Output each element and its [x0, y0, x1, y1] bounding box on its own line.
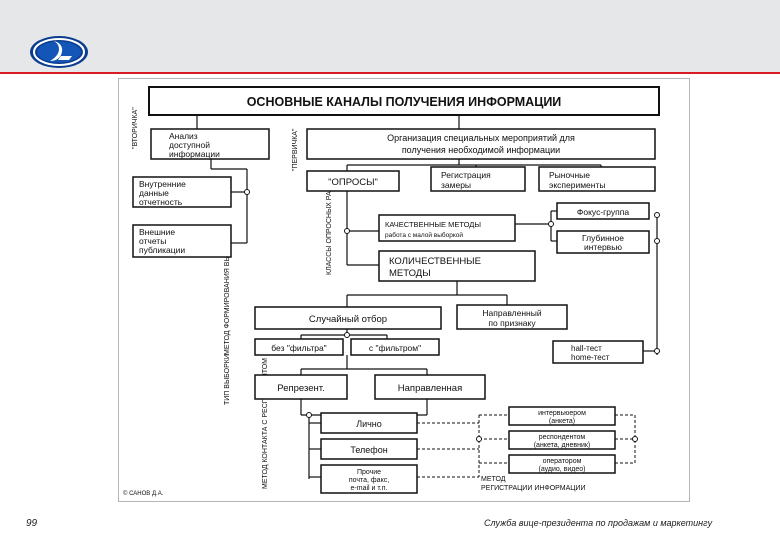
svg-text:(анкета): (анкета)	[549, 418, 575, 425]
svg-text:замеры: замеры	[441, 180, 471, 190]
svg-text:Глубинное: Глубинное	[582, 233, 624, 243]
box-focus-group: Фокус-группа	[556, 202, 650, 220]
footer-department: Служба вице-президента по продажам и мар…	[484, 518, 713, 528]
box-directed: Направленная	[374, 374, 486, 400]
svg-text:Телефон: Телефон	[350, 445, 387, 455]
label-contact-method: МЕТОД КОНТАКТА С РЕСПОНДЕНТОМ	[262, 358, 269, 489]
svg-text:Лично: Лично	[356, 419, 382, 429]
box-representative: Репрезент.	[254, 374, 348, 400]
svg-text:по признаку: по признаку	[488, 318, 536, 328]
svg-text:оператором: оператором	[543, 458, 582, 465]
box-external-reports: Внешние отчеты публикации	[132, 224, 232, 258]
svg-text:доступной: доступной	[169, 140, 210, 150]
box-by-interviewer: интервьюером (анкета)	[508, 406, 616, 426]
lada-boat-logo-icon	[30, 36, 88, 68]
svg-text:информации: информации	[169, 149, 220, 159]
svg-text:Направленный: Направленный	[482, 308, 541, 318]
svg-text:Анализ: Анализ	[169, 131, 198, 141]
label-registration-method-line1: МЕТОД	[481, 476, 506, 483]
box-telephone: Телефон	[320, 438, 418, 460]
box-without-filter: без "фильтра"	[254, 338, 344, 356]
svg-text:Случайный отбор: Случайный отбор	[309, 314, 387, 325]
svg-text:КАЧЕСТВЕННЫЕ МЕТОДЫ: КАЧЕСТВЕННЫЕ МЕТОДЫ	[385, 220, 481, 229]
slide-header	[0, 0, 780, 72]
svg-text:данные: данные	[139, 188, 169, 198]
svg-text:"ОПРОСЫ": "ОПРОСЫ"	[328, 177, 378, 188]
box-by-operator: оператором (аудио, видео)	[508, 454, 616, 474]
svg-text:Внешние: Внешние	[139, 227, 175, 237]
svg-text:Прочие: Прочие	[357, 469, 381, 476]
svg-text:получения необходимой информац: получения необходимой информации	[402, 145, 560, 155]
svg-text:без "фильтра": без "фильтра"	[271, 343, 326, 353]
box-market-experiments: Рыночные эксперименты	[538, 166, 656, 192]
label-survey-classes: КЛАССЫ ОПРОСНЫХ РАБОТ	[326, 176, 333, 275]
box-depth-interview: Глубинное интервью	[556, 230, 650, 254]
label-registration-method-line2: РЕГИСТРАЦИИ ИНФОРМАЦИИ	[481, 485, 586, 492]
box-qualitative-methods: КАЧЕСТВЕННЫЕ МЕТОДЫ работа с малой выбор…	[378, 214, 516, 242]
svg-text:Рыночные: Рыночные	[549, 170, 590, 180]
svg-text:почта, факс,: почта, факс,	[349, 477, 389, 484]
info-channels-diagram: ОСНОВНЫЕ КАНАЛЫ ПОЛУЧЕНИЯ ИНФОРМАЦИИ "ВТ…	[118, 78, 690, 502]
box-other: Прочие почта, факс, e-mail и т.п.	[320, 464, 418, 494]
svg-text:e-mail и т.п.: e-mail и т.п.	[351, 485, 388, 492]
box-hall-home-test: hall-тест home-тест	[552, 340, 644, 364]
label-sampling-method: МЕТОД ФОРМИРОВАНИЯ ВЫБОРКИ	[224, 232, 231, 355]
svg-text:МЕТОДЫ: МЕТОДЫ	[389, 268, 431, 279]
svg-text:отчетность: отчетность	[139, 197, 183, 207]
svg-text:работа с малой выборкой: работа с малой выборкой	[385, 231, 463, 239]
svg-text:интервью: интервью	[584, 242, 623, 252]
box-measurement-registration: Регистрация замеры	[430, 166, 526, 192]
box-personal: Лично	[320, 412, 418, 434]
diagram-title-box: ОСНОВНЫЕ КАНАЛЫ ПОЛУЧЕНИЯ ИНФОРМАЦИИ	[148, 86, 660, 116]
svg-text:Репрезент.: Репрезент.	[277, 383, 324, 394]
dashed-connector-lines	[417, 414, 636, 478]
box-random-selection: Случайный отбор	[254, 306, 442, 330]
label-primary: "ПЕРВИЧКА"	[292, 128, 299, 171]
svg-text:эксперименты: эксперименты	[549, 180, 605, 190]
box-directed-by-attribute: Направленный по признаку	[456, 304, 568, 330]
svg-text:отчеты: отчеты	[139, 236, 166, 246]
header-accent-line	[0, 72, 780, 74]
svg-text:Направленная: Направленная	[398, 383, 462, 394]
svg-text:с "фильтром": с "фильтром"	[369, 343, 421, 353]
svg-text:Регистрация: Регистрация	[441, 170, 491, 180]
box-with-filter: с "фильтром"	[350, 338, 440, 356]
svg-text:(аудио, видео): (аудио, видео)	[538, 466, 585, 473]
diagram-title: ОСНОВНЫЕ КАНАЛЫ ПОЛУЧЕНИЯ ИНФОРМАЦИИ	[247, 95, 562, 109]
box-surveys: "ОПРОСЫ"	[306, 170, 400, 192]
label-secondary: "ВТОРИЧКА"	[132, 107, 139, 149]
svg-text:публикации: публикации	[139, 245, 185, 255]
label-sample-type: ТИП ВЫБОРКИ	[224, 354, 231, 405]
svg-text:респондентом: респондентом	[539, 434, 586, 441]
svg-text:hall-тест: hall-тест	[571, 344, 602, 353]
svg-text:Фокус-группа: Фокус-группа	[577, 207, 629, 217]
svg-text:Внутренние: Внутренние	[139, 179, 186, 189]
svg-text:(анкета, дневник): (анкета, дневник)	[534, 442, 591, 449]
box-by-respondent: респондентом (анкета, дневник)	[508, 430, 616, 450]
svg-text:КОЛИЧЕСТВЕННЫЕ: КОЛИЧЕСТВЕННЫЕ	[389, 256, 481, 267]
junction-dots	[244, 189, 660, 442]
box-special-events: Организация специальных мероприятий для …	[306, 128, 656, 160]
box-quantitative-methods: КОЛИЧЕСТВЕННЫЕ МЕТОДЫ	[378, 250, 536, 282]
diagram-canvas: ОСНОВНЫЕ КАНАЛЫ ПОЛУЧЕНИЯ ИНФОРМАЦИИ "ВТ…	[123, 86, 660, 497]
svg-text:Организация специальных меропр: Организация специальных мероприятий для	[387, 133, 575, 143]
box-available-info-analysis: Анализ доступной информации	[150, 128, 270, 160]
svg-text:интервьюером: интервьюером	[538, 410, 586, 417]
slide-number: 99	[26, 518, 38, 529]
copyright-note: © САНОВ Д.А.	[123, 490, 164, 497]
svg-text:home-тест: home-тест	[571, 353, 610, 362]
connector-lines	[196, 115, 658, 479]
box-internal-reporting: Внутренние данные отчетность	[132, 176, 232, 208]
